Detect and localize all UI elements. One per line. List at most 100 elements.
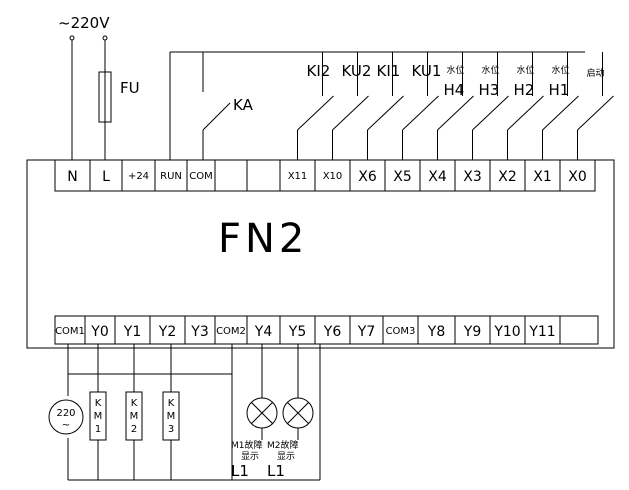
input-switch-sublabel-x4: H4 bbox=[444, 81, 465, 99]
terminal-label-y0: Y0 bbox=[90, 324, 108, 340]
terminal-label-x4: X4 bbox=[428, 169, 447, 185]
input-switch-label-x10: KU2 bbox=[342, 62, 372, 80]
lamp-caption3-y5: L1 bbox=[267, 462, 285, 480]
input-switch-x6: KI1 bbox=[367, 52, 404, 160]
terminal-label-N: N bbox=[67, 169, 77, 185]
coil-letter-y0-1: M bbox=[94, 411, 103, 422]
lamp-caption1-y5: M2故障 bbox=[267, 439, 299, 451]
supply-wires bbox=[69, 35, 108, 160]
input-switch-x5: KU1 bbox=[402, 52, 442, 160]
coil-box-y1 bbox=[125, 391, 143, 441]
terminal-com2 bbox=[214, 315, 248, 345]
terminal-label-x10: X10 bbox=[323, 171, 343, 182]
fuse-label: FU bbox=[120, 79, 140, 97]
terminal-y6 bbox=[314, 315, 351, 345]
input-switch-label-x4: 水位 bbox=[447, 64, 465, 76]
input-switch-x11: KI2 bbox=[297, 52, 334, 160]
coil-letter-y1-0: K bbox=[131, 398, 138, 409]
terminal-N bbox=[54, 159, 91, 192]
terminal-label-com2: COM2 bbox=[216, 326, 246, 337]
terminal-label-x6: X6 bbox=[358, 169, 377, 185]
lamp-caption2-y5: 显示 bbox=[277, 451, 295, 462]
terminal-x2 bbox=[489, 159, 526, 192]
input-switch-x4: 水位 H4 bbox=[437, 52, 474, 160]
input-switch-sublabel-x1: H1 bbox=[549, 81, 570, 99]
terminal-label-y3: Y3 bbox=[190, 324, 208, 340]
terminal-label-x0: X0 bbox=[568, 169, 587, 185]
input-switch-x0: 启动 bbox=[577, 52, 614, 160]
terminal-label-run: RUN bbox=[160, 171, 182, 182]
terminal-label-p24: +24 bbox=[128, 171, 149, 182]
output-wiring bbox=[67, 344, 321, 481]
input-switch-label-x5: KU1 bbox=[412, 62, 442, 80]
input-switch-x10: KU2 bbox=[332, 52, 372, 160]
terminal-x0 bbox=[559, 159, 596, 192]
coil-letter-y2-2: 3 bbox=[168, 424, 174, 435]
relay-contact-label: KA bbox=[233, 96, 254, 114]
coil-letter-y1-1: M bbox=[130, 411, 139, 422]
terminal-run bbox=[154, 159, 188, 192]
input-switch-x3: 水位 H3 bbox=[472, 52, 509, 160]
terminal-label-x5: X5 bbox=[393, 169, 412, 185]
terminal-blank bbox=[559, 315, 599, 345]
coil-y0: KM 1 bbox=[89, 391, 107, 441]
terminal-y4 bbox=[246, 315, 281, 345]
input-switch-label-x11: KI2 bbox=[307, 62, 331, 80]
coil-letter-y2-1: M bbox=[167, 411, 176, 422]
terminal-label-y2: Y2 bbox=[158, 324, 176, 340]
terminal-label-com3: COM3 bbox=[386, 326, 416, 337]
coil-letter-y1-2: 2 bbox=[131, 424, 137, 435]
supply-label: ~220V bbox=[58, 14, 110, 32]
terminal-label-y11: Y11 bbox=[528, 324, 555, 340]
coil-letter-y0-2: 1 bbox=[95, 424, 101, 435]
terminal-blank1 bbox=[214, 159, 248, 192]
lamp-caption1-y4: M1故障 bbox=[231, 439, 263, 451]
coil-letter-y0-0: K bbox=[95, 398, 102, 409]
terminal-y5 bbox=[279, 315, 316, 345]
relay-contact-ka bbox=[169, 51, 585, 160]
terminal-blank2 bbox=[246, 159, 281, 192]
terminal-y3 bbox=[184, 315, 216, 345]
terminal-p24 bbox=[121, 159, 156, 192]
terminal-y8 bbox=[417, 315, 456, 345]
terminal-y2 bbox=[149, 315, 186, 345]
controller-label: FN2 bbox=[218, 216, 308, 262]
coil-letter-y2-0: K bbox=[168, 398, 175, 409]
terminal-label-x3: X3 bbox=[463, 169, 482, 185]
input-switch-label-x3: 水位 bbox=[482, 64, 500, 76]
terminal-label-y7: Y7 bbox=[357, 324, 375, 340]
terminal-x1 bbox=[524, 159, 561, 192]
terminal-label-y9: Y9 bbox=[463, 324, 481, 340]
terminal-x10 bbox=[314, 159, 351, 192]
terminal-x3 bbox=[454, 159, 491, 192]
terminal-label-y8: Y8 bbox=[427, 324, 445, 340]
coil-y2: KM 3 bbox=[162, 391, 180, 441]
source-220-symbol: 220 ~ bbox=[48, 399, 84, 435]
terminal-label-y5: Y5 bbox=[288, 324, 306, 340]
input-switch-sublabel-x2: H2 bbox=[514, 81, 535, 99]
input-switch-label-x6: KI1 bbox=[377, 62, 401, 80]
terminal-label-y10: Y10 bbox=[493, 324, 520, 340]
terminal-label-y6: Y6 bbox=[323, 324, 342, 340]
coil-y1: KM 2 bbox=[125, 391, 143, 441]
terminal-x6 bbox=[349, 159, 386, 192]
terminal-label-L: L bbox=[102, 169, 110, 185]
terminal-x4 bbox=[419, 159, 456, 192]
terminal-label-y1: Y1 bbox=[123, 324, 141, 340]
terminal-label-x2: X2 bbox=[498, 169, 517, 185]
terminal-label-x1: X1 bbox=[533, 169, 552, 185]
source-220-label: 220 bbox=[56, 408, 75, 419]
input-switch-sublabel-x3: H3 bbox=[479, 81, 500, 99]
input-switch-label-x0: 启动 bbox=[587, 67, 605, 79]
terminal-label-y4: Y4 bbox=[254, 324, 273, 340]
coil-box-y2 bbox=[162, 391, 180, 441]
terminal-label-x11: X11 bbox=[288, 171, 308, 182]
